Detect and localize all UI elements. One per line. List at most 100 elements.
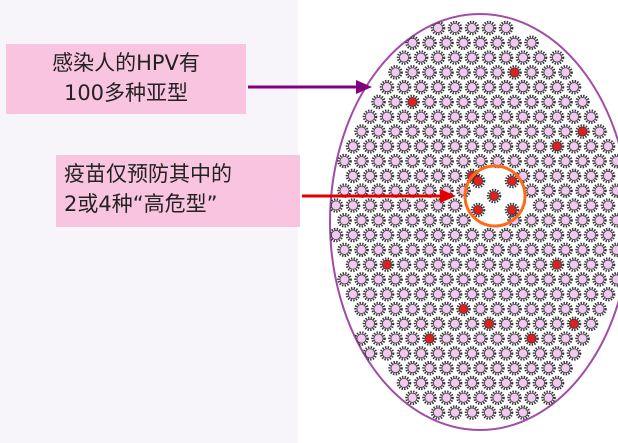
virus-particle-icon	[388, 272, 403, 287]
virus-particle-icon	[532, 168, 548, 184]
virus-particle-icon	[532, 375, 548, 391]
virus-particle-icon	[464, 375, 480, 391]
virus-particle-icon	[549, 198, 565, 213]
virus-particle-icon	[362, 139, 378, 154]
virus-particle-icon	[566, 257, 582, 272]
virus-particle-icon	[600, 286, 616, 302]
virus-particle-icon	[541, 153, 556, 169]
virus-particle-icon	[464, 346, 480, 361]
virus-particle-icon	[507, 390, 522, 406]
virus-particle-icon	[481, 79, 497, 95]
virus-particle-icon	[413, 168, 429, 184]
virus-particle-icon	[498, 109, 514, 125]
virus-particle-icon	[413, 316, 429, 332]
virus-particle-icon	[490, 65, 505, 80]
virus-particle-icon	[532, 109, 548, 125]
virus-particle-icon	[379, 79, 395, 95]
virus-particle-icon	[371, 124, 386, 139]
virus-particle-icon	[541, 301, 556, 317]
virus-particle-icon	[422, 212, 437, 228]
virus-particle-icon	[566, 79, 582, 95]
virus-particle-icon	[515, 227, 531, 243]
virus-particle-icon	[600, 168, 616, 184]
virus-particle-icon	[371, 94, 386, 110]
virus-particle-icon	[430, 227, 446, 243]
virus-particle-icon	[439, 272, 454, 287]
virus-particle-icon	[566, 346, 582, 361]
high-risk-highlight-ring	[463, 164, 527, 228]
virus-particle-icon	[464, 257, 480, 272]
virus-particle-icon	[396, 286, 412, 302]
virus-particle-icon	[524, 153, 539, 169]
virus-particle-icon	[388, 301, 403, 317]
virus-particle-icon	[575, 94, 590, 110]
virus-particle-icon	[413, 139, 429, 154]
virus-particle-icon	[354, 124, 369, 139]
virus-particle-icon	[447, 375, 463, 391]
virus-particle-icon	[541, 272, 556, 287]
virus-particle-icon	[600, 139, 616, 154]
vaccine-coverage-line2: 2或4种“高危型”	[64, 192, 218, 216]
virus-particle-icon	[447, 109, 463, 125]
virus-particle-icon	[430, 20, 446, 36]
virus-particle-icon	[430, 50, 446, 65]
virus-particle-icon	[549, 50, 565, 65]
virus-particle-icon	[362, 198, 378, 213]
hpv-subtypes-line1: 感染人的HPV有	[52, 51, 200, 75]
virus-particle-icon	[447, 257, 463, 272]
virus-particle-icon	[558, 360, 573, 376]
virus-particle-icon	[371, 301, 386, 317]
virus-particle-icon	[337, 153, 352, 169]
virus-particle-icon	[498, 375, 514, 391]
virus-particle-icon	[473, 65, 488, 80]
virus-particle-icon	[388, 124, 403, 139]
virus-particle-icon	[498, 50, 514, 65]
virus-particle-icon	[388, 242, 403, 258]
virus-particle-icon	[422, 65, 437, 80]
virus-particle-icon	[490, 272, 505, 287]
virus-particle-icon	[396, 109, 412, 125]
virus-particle-icon	[498, 286, 514, 302]
high-risk-virus-icon	[405, 94, 420, 110]
virus-particle-icon	[422, 94, 437, 110]
virus-particle-icon	[532, 257, 548, 272]
virus-particle-icon	[558, 65, 573, 80]
virus-particle-icon	[447, 50, 463, 65]
virus-particle-icon	[575, 242, 590, 258]
virus-particle-icon	[490, 35, 505, 51]
virus-particle-icon	[388, 94, 403, 110]
high-risk-virus-icon	[379, 257, 395, 272]
virus-particle-icon	[345, 257, 361, 272]
virus-particle-icon	[498, 79, 514, 95]
virus-particle-icon	[456, 124, 471, 139]
virus-particle-icon	[464, 227, 480, 243]
virus-particle-icon	[371, 212, 386, 228]
virus-particle-icon	[447, 316, 463, 332]
virus-particle-icon	[507, 242, 522, 258]
virus-particle-icon	[609, 272, 618, 287]
virus-particle-icon	[396, 375, 412, 391]
virus-particle-icon	[558, 301, 573, 317]
virus-particle-icon	[541, 65, 556, 80]
subtypes-arrow	[248, 80, 372, 94]
virus-particle-icon	[549, 79, 565, 95]
virus-particle-icon	[473, 35, 488, 51]
virus-particle-icon	[524, 124, 539, 139]
virus-particle-icon	[515, 50, 531, 65]
virus-particle-icon	[566, 227, 582, 243]
virus-particle-icon	[413, 79, 429, 95]
virus-particle-icon	[549, 168, 565, 184]
virus-particle-icon	[549, 316, 565, 332]
virus-particle-icon	[456, 212, 471, 228]
virus-particle-icon	[558, 242, 573, 258]
virus-particle-icon	[600, 257, 616, 272]
virus-particle-icon	[396, 139, 412, 154]
virus-particle-icon	[498, 405, 514, 420]
virus-particle-icon	[430, 257, 446, 272]
virus-particle-icon	[396, 50, 412, 65]
virus-particle-icon	[549, 109, 565, 125]
virus-particle-icon	[422, 360, 437, 376]
virus-particle-icon	[362, 227, 378, 243]
virus-particle-icon	[447, 405, 463, 420]
virus-particle-icon	[422, 272, 437, 287]
